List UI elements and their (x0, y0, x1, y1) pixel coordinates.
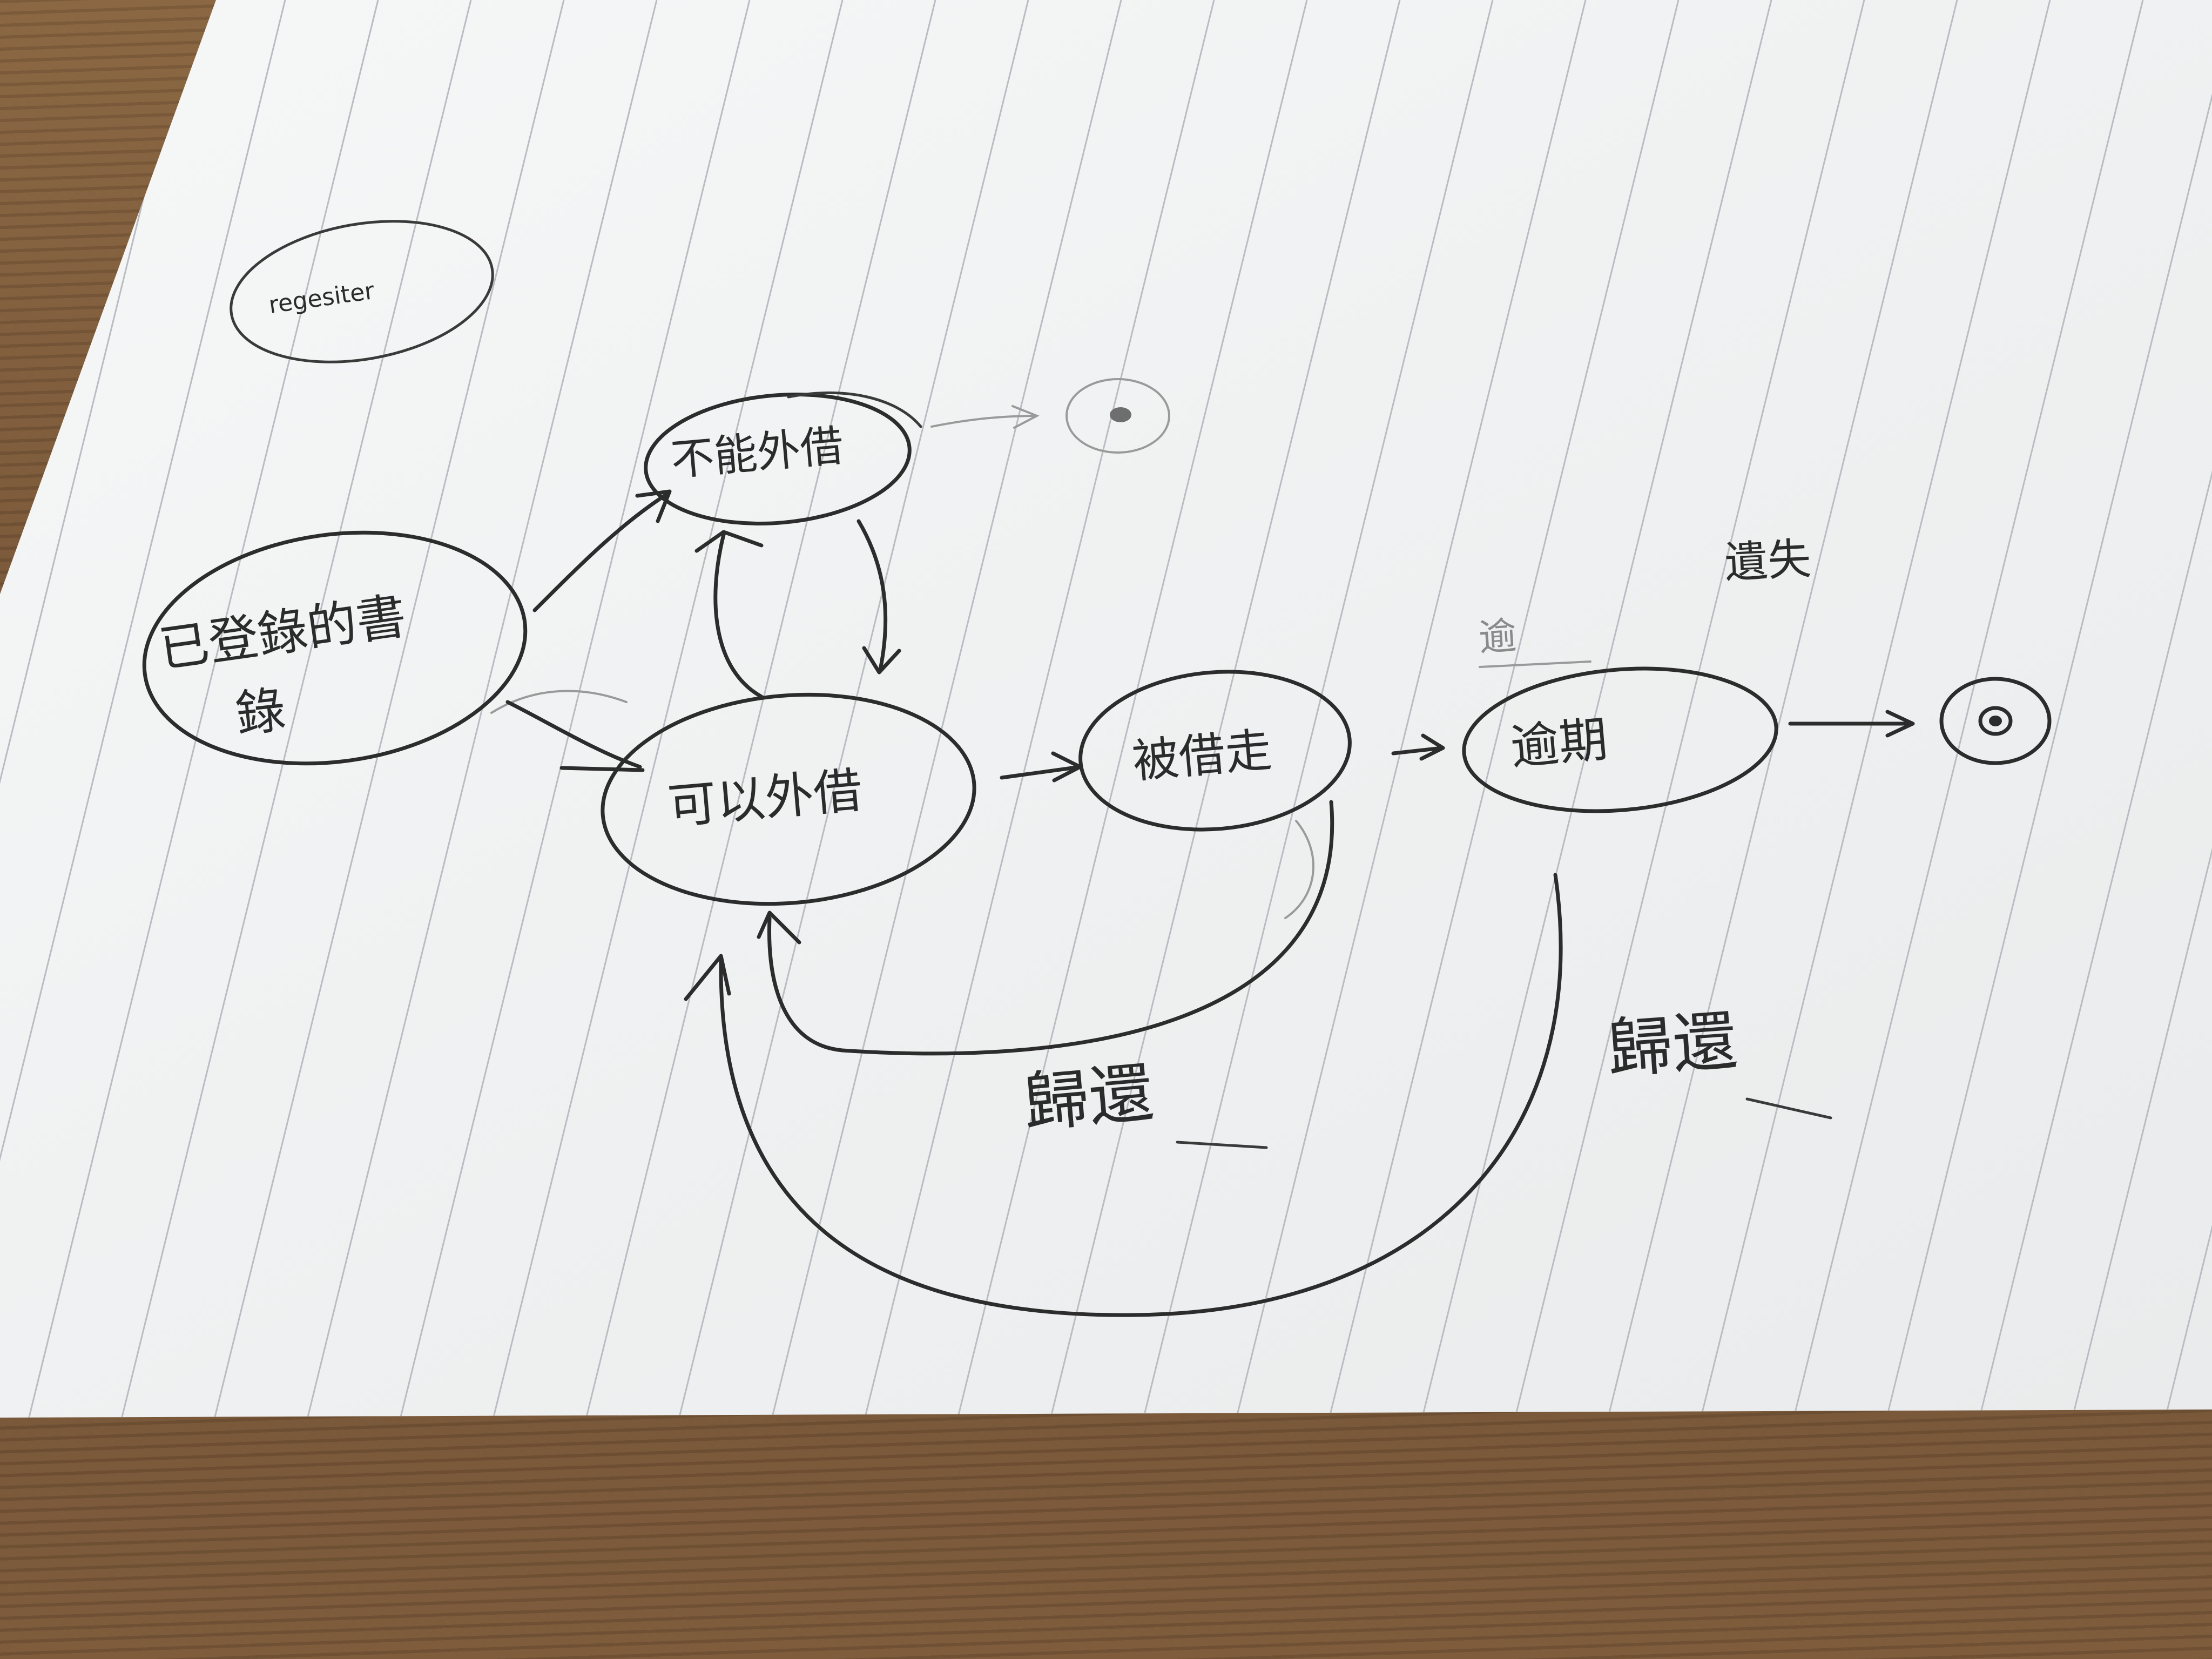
underline-return-right (1745, 1097, 1832, 1120)
final-state-inner (1978, 706, 2013, 736)
final-state-outer (1939, 677, 2052, 765)
final-state-dot (1989, 716, 2002, 726)
ruled-line (676, 0, 1029, 1418)
state-overdue (1462, 666, 1778, 813)
arrow-lendable-to-not-lendable (694, 530, 764, 699)
ruled-line (305, 0, 658, 1418)
ruled-line (955, 0, 1308, 1418)
label-lost: 遺失 (1723, 534, 1812, 588)
ruled-line (1605, 0, 1958, 1418)
state-not-lendable (644, 393, 912, 525)
ruled-line (1698, 0, 2051, 1418)
ruled-line (0, 0, 286, 1418)
arrow-borrowed-to-overdue (1391, 733, 1445, 761)
arrow-recorded-to-lendable (505, 700, 645, 772)
label-overdue-note: 逾 (1477, 613, 1518, 660)
ruled-line (1512, 0, 1865, 1418)
ruled-line (862, 0, 1215, 1418)
ruled-line (1233, 0, 1587, 1418)
ruled-line (1141, 0, 1494, 1418)
ruled-line (1326, 0, 1680, 1418)
ruled-line (769, 0, 1122, 1418)
arrow-recorded-to-not-lendable (532, 489, 672, 612)
ruled-line (0, 0, 193, 1418)
ruled-line (1791, 0, 2144, 1418)
ruled-line (490, 0, 844, 1418)
ruled-line (1884, 0, 2212, 1418)
state-borrowed (1078, 670, 1352, 832)
ruled-line (1977, 0, 2212, 1418)
arrow-overdue-return-to-lendable (684, 873, 1563, 1317)
ruled-line (397, 0, 751, 1418)
label-return-left: 歸還 (1021, 1056, 1156, 1142)
ruled-line (1419, 0, 1772, 1418)
state-lendable (601, 692, 976, 906)
ruled-line (212, 0, 565, 1418)
label-return-right: 歸還 (1605, 1004, 1739, 1088)
pencil-arrow-to-terminal (930, 405, 1040, 429)
state-register (230, 220, 494, 363)
underline-return-left (1176, 1141, 1268, 1149)
arrow-overdue-to-final (1788, 710, 1915, 738)
ruled-lines (0, 0, 2212, 1418)
ruled-line (119, 0, 472, 1418)
ruled-line (1048, 0, 1401, 1418)
ruled-line (2069, 0, 2212, 1418)
ruled-line (583, 0, 936, 1418)
label-overdue: 逾期 (1508, 711, 1610, 776)
state-recorded-book (142, 530, 528, 766)
arrow-borrowed-return-to-lendable (757, 800, 1334, 1056)
arrow-lendable-to-borrowed (1000, 751, 1082, 783)
ruled-line (26, 0, 379, 1418)
state-not-lendable-overlap (787, 391, 922, 428)
label-borrowed: 被借走 (1130, 723, 1274, 789)
label-recorded-book-line2: 錄 (233, 681, 288, 744)
underline-overdue-note (1479, 660, 1591, 668)
pencil-terminal-dot (1110, 407, 1131, 422)
pencil-terminal-circle (1065, 378, 1170, 454)
pencil-smudge-arc-2 (1284, 820, 1315, 919)
arrow-not-lendable-to-lendable (857, 519, 901, 675)
